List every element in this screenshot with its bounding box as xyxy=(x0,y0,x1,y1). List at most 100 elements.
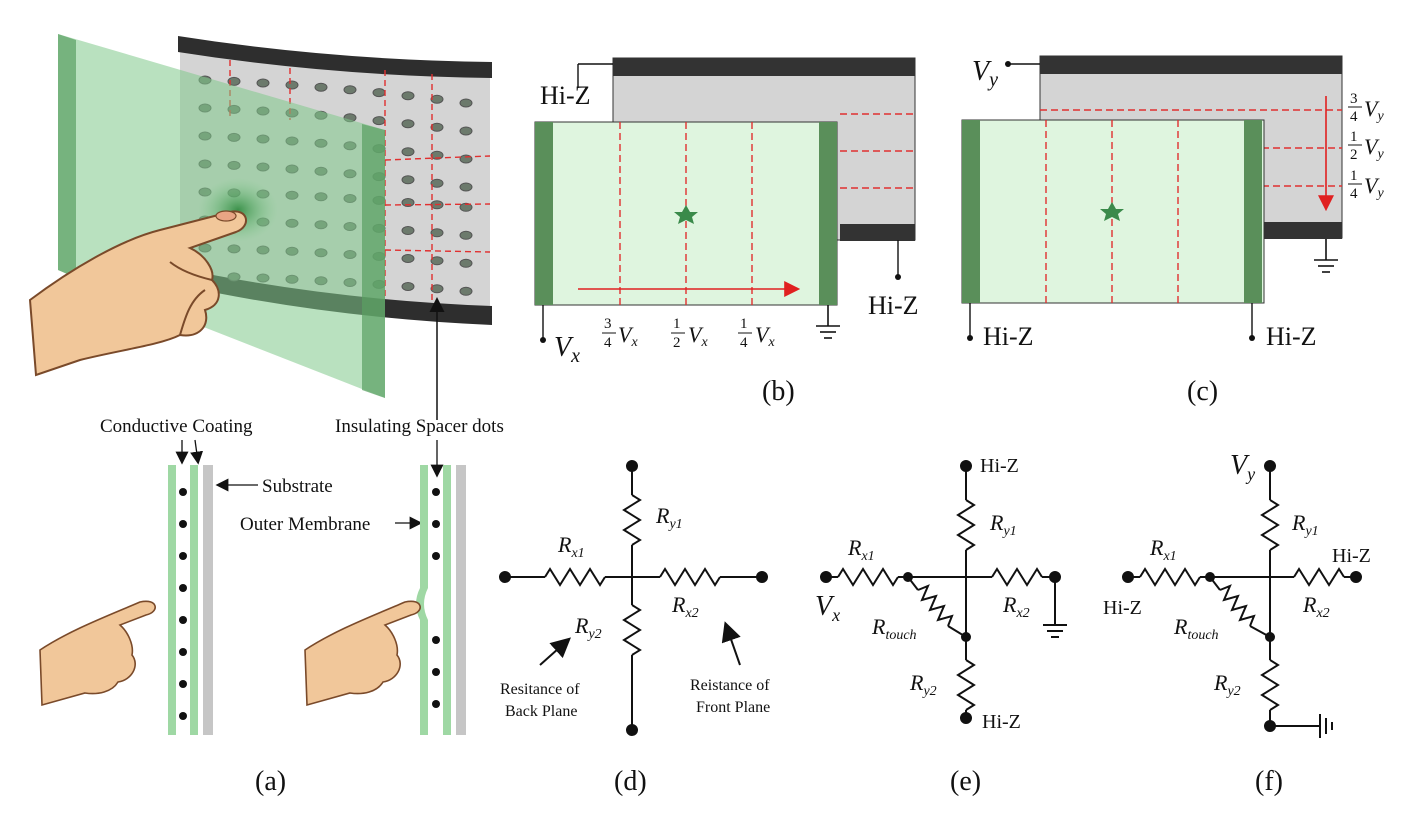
resistor-rtouch-f xyxy=(1219,584,1256,627)
panel-d xyxy=(499,460,768,736)
resistor-rx2-e xyxy=(991,567,1043,587)
spacer-dot xyxy=(459,202,473,212)
back-bottom-bar-c xyxy=(1262,222,1342,239)
svg-text:Vx: Vx xyxy=(755,322,775,350)
back-grid-c xyxy=(1040,109,1342,187)
label-front-plane-2: Front Plane xyxy=(696,699,770,716)
svg-text:3: 3 xyxy=(1350,91,1358,107)
panel-f xyxy=(1122,460,1362,738)
front-film-right-edge xyxy=(362,124,385,398)
caption-d: (d) xyxy=(614,766,647,797)
label-front-plane-1: Reistance of xyxy=(690,677,770,694)
front-left-bar-c xyxy=(962,120,980,303)
svg-text:4: 4 xyxy=(740,335,748,351)
spacer-dot xyxy=(285,80,299,90)
touch-star-b xyxy=(674,205,698,224)
label-hiz-left-c: Hi-Z xyxy=(983,322,1034,351)
panel-b: Hi-Z Hi-Z Vx 3 4 Vx 1 2 Vx 1 4 xyxy=(534,57,919,407)
touch-star-c xyxy=(1100,202,1124,221)
front-right-bar-c xyxy=(1244,120,1262,303)
resistor-rx2-f xyxy=(1293,567,1345,587)
label-hiz-right-b: Hi-Z xyxy=(868,291,919,320)
label-hiz-bottom-e: Hi-Z xyxy=(982,711,1021,733)
label-ry2-d: Ry2 xyxy=(574,613,602,642)
front-film-left-edge xyxy=(58,34,76,278)
svg-text:4: 4 xyxy=(1350,109,1358,125)
back-top-bar-b xyxy=(613,58,915,76)
label-ry1-d: Ry1 xyxy=(655,503,683,532)
spacer-dot xyxy=(401,91,415,101)
fraction-3-4-vx: 3 4 Vx xyxy=(602,316,638,351)
spacer-dot xyxy=(372,88,386,98)
spacer-dot xyxy=(430,284,444,294)
fraction-1-2-vx: 1 2 Vx xyxy=(671,316,708,351)
resistor-rtouch-e xyxy=(917,584,954,627)
panel-a: Conductive Coating Insulating Spacer dot… xyxy=(28,34,504,797)
fraction-3-4-vy: 3 4 Vy xyxy=(1348,91,1384,125)
spacer-dot xyxy=(459,258,473,268)
svg-text:Vy: Vy xyxy=(1364,96,1384,124)
panel-c: Vy Hi-Z Hi-Z 3 4 Vy 1 2 Vy 1 4 xyxy=(961,55,1384,407)
back-plane-top-bar xyxy=(178,36,492,78)
caption-b: (b) xyxy=(762,376,795,407)
spacer-dot xyxy=(459,98,473,108)
fraction-1-2-vy: 1 2 Vy xyxy=(1348,129,1384,163)
spacer-dot xyxy=(430,228,444,238)
label-substrate: Substrate xyxy=(262,476,333,497)
resistor-ry1-d xyxy=(622,494,642,546)
spacer-dot xyxy=(430,256,444,266)
spacer-dot xyxy=(401,175,415,185)
svg-text:1: 1 xyxy=(673,316,681,332)
front-left-bar-b xyxy=(535,122,553,305)
panel-f-labels: Vy Hi-Z Hi-Z Ry1 Rx1 Rx2 Rtouch Ry2 (f) xyxy=(1103,450,1371,797)
label-ry1-e: Ry1 xyxy=(989,510,1017,539)
conductive-pointer-2 xyxy=(190,439,204,465)
ground-icon-c xyxy=(1314,239,1338,273)
resistor-rx1-d xyxy=(544,567,606,587)
spacer-dot xyxy=(430,150,444,160)
label-ry2-f: Ry2 xyxy=(1213,670,1241,699)
label-vx-b: Vx xyxy=(554,332,580,367)
label-rtouch-f: Rtouch xyxy=(1173,614,1219,643)
label-rx2-d: Rx2 xyxy=(671,592,699,621)
label-hiz-left-f: Hi-Z xyxy=(1103,597,1142,619)
label-rx2-e: Rx2 xyxy=(1002,592,1030,621)
spacer-dot xyxy=(459,230,473,240)
spacer-dot xyxy=(401,119,415,129)
label-rx1-e: Rx1 xyxy=(847,535,875,564)
panel-e-labels: Hi-Z Hi-Z Vx Ry1 Rx1 Rx2 Rtouch Ry2 (e) xyxy=(815,455,1030,797)
ground-icon xyxy=(816,305,840,339)
spacer-dot xyxy=(227,76,241,86)
label-vy-f: Vy xyxy=(1230,450,1255,484)
spacer-dot xyxy=(430,178,444,188)
svg-text:2: 2 xyxy=(673,335,681,351)
resistor-rx2-d xyxy=(659,567,721,587)
resistor-rx1-f xyxy=(1139,567,1201,587)
spacer-dot xyxy=(430,94,444,104)
caption-a: (a) xyxy=(255,766,286,797)
panel-e xyxy=(820,460,1067,724)
back-bottom-bar-b xyxy=(840,224,915,241)
spacer-dot xyxy=(343,85,357,95)
resistor-ry2-f xyxy=(1260,659,1280,711)
spacer-dot xyxy=(314,82,328,92)
label-rtouch-e: Rtouch xyxy=(871,614,917,643)
caption-f: (f) xyxy=(1255,766,1283,797)
resistor-ry2-e xyxy=(956,659,976,711)
svg-text:3: 3 xyxy=(604,316,612,332)
label-vy-c: Vy xyxy=(972,56,998,91)
front-right-bar-b xyxy=(819,122,837,305)
svg-text:Vy: Vy xyxy=(1364,173,1384,201)
label-hiz-right-f: Hi-Z xyxy=(1332,545,1371,567)
svg-text:2: 2 xyxy=(1350,147,1358,163)
svg-text:Vy: Vy xyxy=(1364,134,1384,162)
spacer-dot xyxy=(401,254,415,263)
label-rx1-d: Rx1 xyxy=(557,532,585,561)
hand-small-right xyxy=(304,600,421,707)
spacer-dot xyxy=(430,122,444,132)
back-grid-b xyxy=(840,113,915,189)
cross-section-touched xyxy=(416,465,466,735)
cross-section-untouched xyxy=(168,465,213,735)
hand-large xyxy=(28,210,247,377)
resistor-ry1-f xyxy=(1260,499,1280,551)
